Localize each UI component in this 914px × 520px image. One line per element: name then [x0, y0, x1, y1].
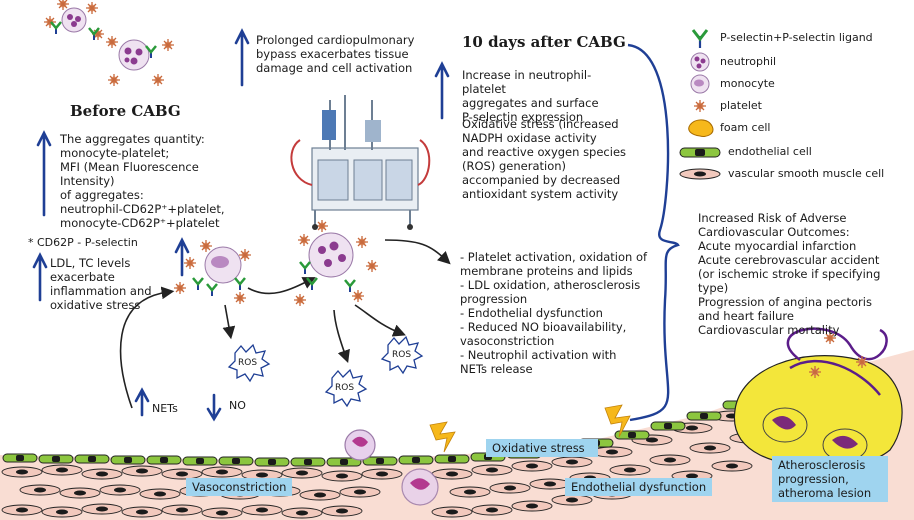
outcomes-text: Increased Risk of Adverse Cardiovascular…: [698, 211, 881, 337]
legend-label-foam-cell: foam cell: [720, 121, 771, 134]
legend-label-endothelial-cell: endothelial cell: [728, 145, 812, 158]
before-cabg-title: Before CABG: [70, 102, 181, 120]
ros-label-2: ROS: [335, 383, 355, 393]
atheroma-plaque: [733, 327, 903, 469]
vascular-smooth-muscle-cell-icon: [679, 168, 721, 180]
ldl-tc-text: LDL, TC levels exacerbate inflammation a…: [50, 256, 152, 312]
oxidative-stress-label: Oxidative stress: [486, 439, 598, 457]
vasoconstriction-label: Vasoconstriction: [186, 478, 293, 496]
nets-label: NETs: [152, 402, 178, 415]
ros-label-3: ROS: [392, 350, 412, 360]
endothelial-dysfunction-label: Endothelial dysfunction: [565, 478, 713, 496]
neutrophil-icon: [690, 52, 710, 72]
oxidative-stress-text: Oxidative stress (increased NADPH oxidas…: [462, 117, 627, 201]
legend-label-platelet: platelet: [720, 99, 762, 112]
aggregates-text: The aggregates quantity: monocyte-platel…: [60, 132, 225, 230]
outcome-bracket: [627, 43, 680, 422]
flow-arrows: [119, 239, 451, 409]
increase-aggregates-text: Increase in neutrophil-platelet aggregat…: [462, 68, 599, 124]
legend-label-smooth-muscle: vascular smooth muscle cell: [728, 167, 885, 180]
effects-list: - Platelet activation, oxidation of memb…: [460, 250, 648, 376]
ros-label-1: ROS: [238, 358, 258, 368]
monocyte-aggregate-center: [173, 239, 252, 305]
increase-arrows: [32, 28, 450, 422]
after-cabg-title: 10 days after CABG: [462, 33, 626, 51]
p-selectin-ligand-icon: [691, 29, 709, 48]
no-label: NO: [229, 399, 246, 412]
foam-cell-icon: [688, 119, 714, 137]
legend-label-neutrophil: neutrophil: [720, 55, 777, 68]
cardiopulmonary-bypass-machine-icon: [290, 95, 431, 230]
bypass-text: Prolonged cardiopulmonary bypass exacerb…: [256, 33, 415, 75]
monocyte-icon: [690, 74, 710, 94]
legend-label-p-selectin: P-selectin+P-selectin ligand: [720, 31, 873, 44]
legend-label-monocyte: monocyte: [720, 77, 775, 90]
neutrophil-aggregate-after: [293, 219, 379, 307]
neutrophil-in-vessel: [344, 429, 439, 506]
monocyte-platelet-aggregate: [105, 35, 175, 87]
vessel-wall: [0, 350, 914, 520]
atherosclerosis-label: Atherosclerosis progression, atheroma le…: [772, 456, 888, 502]
endothelial-cell-icon: [679, 147, 721, 158]
legend-icons: [679, 29, 721, 180]
lightning-icon: [429, 404, 631, 453]
platelet-icon: [693, 99, 707, 113]
ros-burst-icon: [227, 335, 424, 408]
neutrophil-platelet-aggregate: [43, 0, 105, 42]
cd62p-note: * CD62P - P-selectin: [28, 236, 138, 249]
